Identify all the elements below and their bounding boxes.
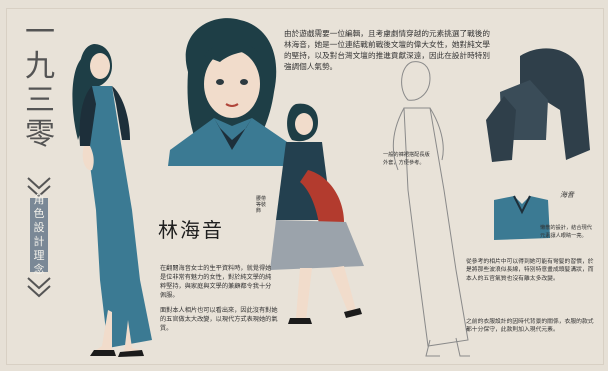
tag-char: 念 bbox=[33, 263, 45, 276]
top-detail bbox=[494, 195, 550, 240]
design-note-2: 之前的衣服設計的因時代背景的關係，衣服的款式都十分保守，此款則加入現代元素。 bbox=[466, 319, 594, 334]
jacket-detail bbox=[486, 48, 590, 162]
chevron-decoration-top bbox=[27, 177, 51, 198]
title-char: 一 bbox=[25, 15, 55, 50]
portrait-bust bbox=[168, 18, 300, 166]
title-char: 九 bbox=[25, 49, 55, 84]
title-char: 零 bbox=[25, 117, 55, 152]
skirt-note: 一般的褲裙搭配長版外套，方便參考。 bbox=[383, 152, 430, 166]
intro-paragraph: 由於遊戲需要一位編輯，且考慮劇情穿越的元素挑選了戰後的林海音，她是一位連結戰前戰… bbox=[284, 29, 490, 71]
bio-paragraph-1: 在翻閱海音女士的生平資料時，就覺得她是位非常有魅力的女性，對於純文學的純粹堅持，… bbox=[160, 265, 272, 299]
bio-paragraph-2: 面對本人相片也可以看出來，因此沒有對她的五官做太大改變，以現代方式表現她的氣質。 bbox=[160, 307, 278, 332]
vertical-year-title: 一 九 三 零 bbox=[22, 16, 58, 152]
top-note: 懶散的設計，結合現代元素讓人眼睛一亮。 bbox=[540, 225, 592, 239]
tag-char: 計 bbox=[33, 235, 45, 248]
full-body-figure bbox=[72, 44, 152, 357]
tag-char: 理 bbox=[33, 249, 45, 262]
sketch-figure bbox=[392, 61, 470, 357]
chevron-decoration-bottom bbox=[27, 277, 51, 298]
artist-signature: 海音 bbox=[560, 191, 574, 199]
tag-char: 色 bbox=[33, 207, 45, 220]
tag-char: 角 bbox=[33, 193, 45, 206]
title-char: 三 bbox=[25, 83, 55, 118]
tag-char: 設 bbox=[33, 221, 45, 234]
design-note-1: 從參考的相片中可以得到她可能有彎髮的習慣，於是將那些波浪似長線，特別特意畫成頭髮… bbox=[466, 259, 594, 282]
seated-figure bbox=[270, 103, 364, 324]
character-name: 林海音 bbox=[158, 218, 224, 242]
design-concept-tag: 角 色 設 計 理 念 bbox=[30, 193, 48, 276]
belt-note: 腰帶等裝飾 bbox=[256, 196, 267, 214]
